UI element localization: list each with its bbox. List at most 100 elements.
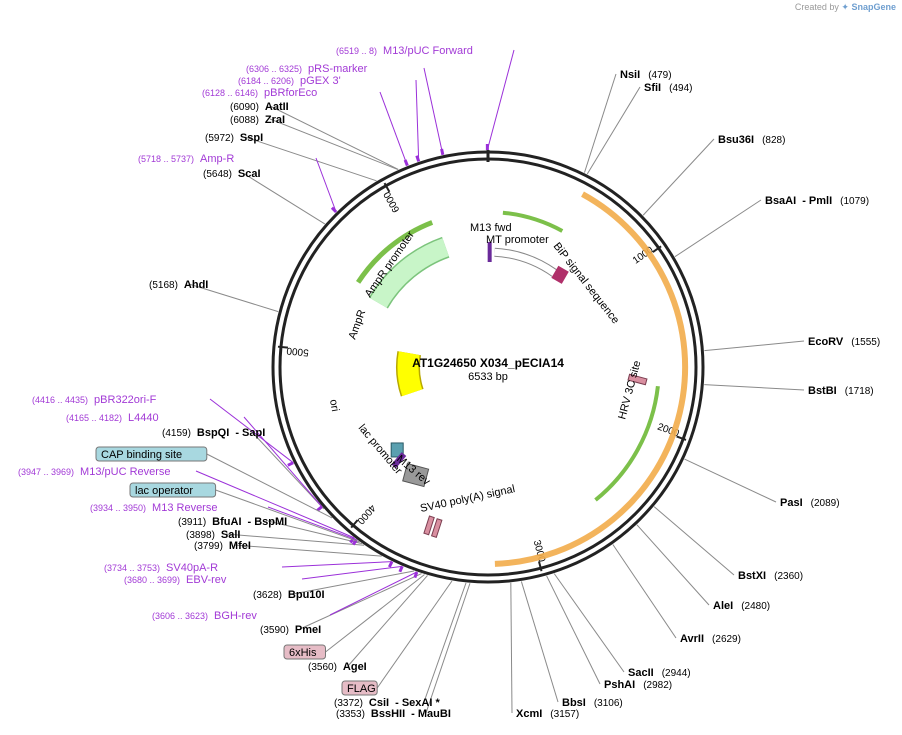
enzyme-leader-line (684, 458, 777, 503)
enzyme-label: (3372)CsiI- SexAI * (334, 697, 440, 709)
feature-box-label: FLAG (347, 683, 376, 695)
enzyme-leader-line (244, 136, 377, 182)
enzyme-leader-line (269, 105, 399, 170)
enzyme-name: AhdI (184, 279, 208, 291)
enzyme-position: (3628) (253, 590, 282, 601)
enzyme-position: (3157) (550, 709, 579, 720)
flag-marker (423, 515, 435, 536)
site-labels: NsiI(479)SfiI(494)Bsu36I(828)BsaAI- PmlI… (18, 45, 880, 720)
enzyme-leader-line (188, 283, 279, 313)
m13-fwd-marker (487, 242, 492, 263)
enzyme-leader-line (586, 86, 641, 175)
enzyme-position: (5648) (203, 169, 232, 180)
enzyme-position: (2480) (741, 601, 770, 612)
enzyme-position: (3353) (336, 709, 365, 720)
feature-leader-line (325, 574, 425, 653)
enzyme-leader-line (674, 199, 762, 258)
enzyme-label: SacII(2944) (628, 667, 691, 679)
hrv-3c-site-marker (627, 373, 648, 386)
enzyme-label: (3898)SalI (186, 529, 240, 541)
primer-name: EBV-rev (186, 574, 227, 586)
enzyme-label: (5168) AhdI (149, 279, 208, 291)
enzyme-label: (6090)AatII (230, 101, 289, 113)
enzyme-name: PasI (780, 497, 803, 509)
feature-box (341, 680, 378, 696)
enzyme-name: Bpu10I (288, 589, 325, 601)
enzyme-label: (5972)SspI (205, 132, 263, 144)
ruler-label: 4000 (354, 502, 377, 526)
cap-lac-marker (390, 442, 404, 458)
enzyme-name: EcoRV (808, 336, 844, 348)
enzyme-leader-line (520, 581, 559, 703)
enzyme-label: (3799)MfeI (194, 540, 251, 552)
enzyme-leader-line (242, 172, 326, 225)
m13-rev-marker (391, 452, 407, 469)
enzyme-name: SalI (221, 529, 241, 541)
enzyme-name: BbsI (562, 697, 586, 709)
feature-leader-line (206, 453, 333, 519)
primer-leader-line (379, 91, 408, 166)
enzyme-label: BbsI(3106) (562, 697, 623, 709)
feature-box-label: lac operator (135, 485, 193, 497)
ruler-tick (277, 345, 289, 349)
enzyme-leader-line (425, 583, 471, 714)
ruler-tick (676, 435, 687, 441)
feature-label: MT promoter (486, 234, 549, 246)
green-feature-arrow-top (502, 210, 564, 233)
enzyme-name: BspQI (197, 427, 229, 439)
enzyme-label: AleI(2480) (713, 600, 770, 612)
enzyme-position: (479) (648, 70, 671, 81)
enzyme-name: AatII (265, 101, 289, 113)
ampr-feature (370, 238, 450, 308)
enzyme-leader-line (292, 570, 415, 595)
primer-name: M13/pUC Forward (383, 45, 473, 57)
enzyme-position: (5168) (149, 280, 178, 291)
enzyme-leader-line (347, 575, 428, 667)
enzyme-leader-line (546, 575, 601, 685)
enzyme-position: (3372) (334, 698, 363, 709)
primer-site-tick (287, 461, 294, 467)
feature-label: AmpR (347, 308, 369, 341)
feature-label: M13 fwd (470, 222, 512, 234)
feature-label: ori (327, 398, 341, 412)
enzyme-label: PshAI(2982) (604, 679, 672, 691)
enzyme-position: (3590) (260, 625, 289, 636)
primer-range: (6519 .. 8) (336, 46, 377, 56)
primer-range: (4165 .. 4182) (66, 413, 122, 423)
enzyme-name: NsiI (620, 69, 640, 81)
enzyme-label: PasI (2089) (780, 497, 840, 509)
feature-label: HRV 3C site (616, 359, 643, 420)
feature-box-label: 6xHis (289, 647, 317, 659)
primer-label: (6519 .. 8) M13/pUC Forward (336, 45, 473, 57)
primer-name: BGH-rev (214, 610, 257, 622)
enzyme-name: BfuAI (212, 516, 241, 528)
enzyme-position: (3560) (308, 662, 337, 673)
sv40-polya-feature (402, 462, 430, 488)
snapgene-logo-icon: ✦ (841, 2, 849, 12)
primer-range: (3734 .. 3753) (104, 563, 160, 573)
primer-leader-line (281, 561, 393, 568)
enzyme-name: MfeI (229, 540, 251, 552)
primer-name: SV40pA-R (166, 562, 218, 574)
primer-leader-line (243, 416, 323, 507)
enzyme-position: (2089) (811, 498, 840, 509)
enzyme-leader-line (612, 544, 677, 639)
primer-leader-line (329, 571, 418, 616)
enzyme-label: (5648)ScaI (203, 168, 261, 180)
enzyme-name-2: - SapI (235, 427, 265, 439)
enzyme-leader-line (653, 506, 735, 576)
ori-feature (397, 351, 423, 397)
label-leader-lines (188, 49, 805, 714)
primer-site-tick (413, 571, 419, 579)
primer-site-tick (316, 505, 323, 512)
enzyme-label: (4159)BspQI- SapI (162, 427, 265, 439)
watermark-brand: SnapGene (851, 2, 896, 12)
primer-leader-line (267, 506, 357, 541)
primer-name: M13 Reverse (152, 502, 217, 514)
primer-label: (4416 .. 4435)pBR322ori-F (32, 394, 157, 406)
primer-leader-line (415, 79, 420, 162)
enzyme-name: BstXI (738, 570, 766, 582)
enzyme-name: Bsu36I (718, 134, 754, 146)
bip-signal-marker (551, 265, 569, 284)
primer-label: (3947 .. 3969)M13/pUC Reverse (18, 466, 171, 478)
